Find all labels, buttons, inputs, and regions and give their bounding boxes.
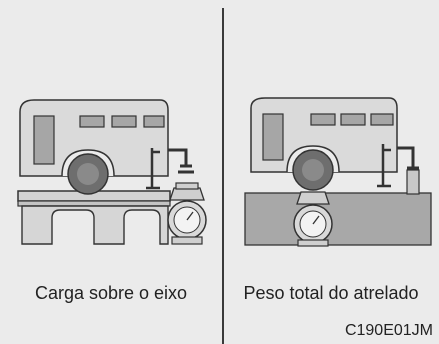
total-weight-illustration (244, 97, 432, 247)
trailer-door (33, 115, 55, 165)
trailer-window (143, 115, 165, 128)
total-weight-caption: Peso total do atrelado (243, 283, 419, 303)
panel-divider (222, 8, 224, 344)
axle-load-illustration (17, 99, 207, 245)
scale-icon (167, 182, 207, 245)
pillar-structure (17, 190, 171, 245)
trailer-window (111, 115, 137, 128)
total-weight-panel: Peso total do atrelado (223, 0, 439, 344)
axle-load-panel: Carga sobre o eixo (17, 99, 207, 303)
trailer-door (262, 113, 284, 161)
trailer (250, 97, 398, 173)
drawbar (377, 144, 420, 195)
trailer-window (370, 113, 394, 126)
scale-icon (293, 191, 333, 247)
ground-block (244, 192, 432, 246)
figure-code: C190E01JM (344, 322, 433, 339)
trailer-window (79, 115, 105, 128)
axle-load-caption: Carga sobre o eixo (34, 283, 188, 303)
tire-icon (292, 149, 334, 191)
trailer-window (340, 113, 366, 126)
tire-icon (67, 153, 109, 195)
trailer-window (310, 113, 336, 126)
drawbar (146, 148, 194, 190)
